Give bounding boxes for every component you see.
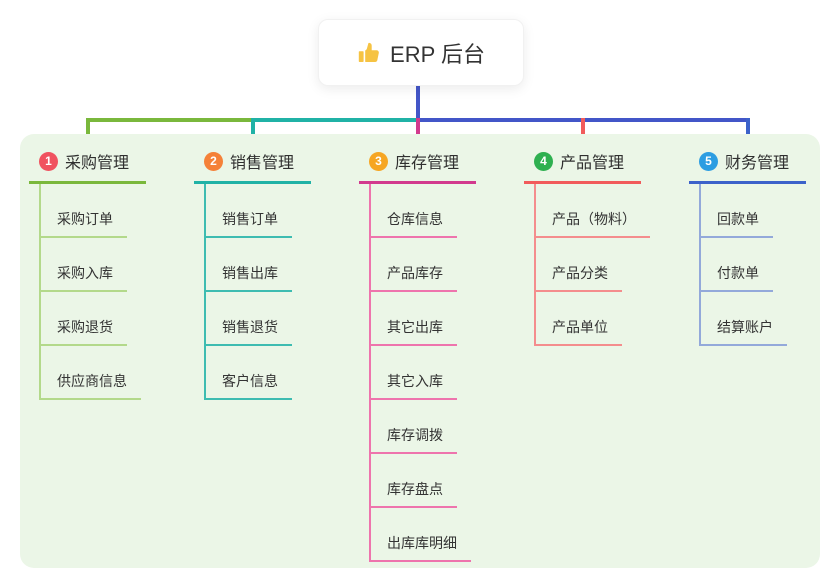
child-node-label[interactable]: 产品单位 [536, 317, 622, 346]
child-node-label[interactable]: 采购入库 [41, 263, 127, 292]
trunk-segment [250, 118, 420, 122]
thumbs-up-icon [357, 41, 381, 65]
branch-node[interactable]: 4 产品管理 [524, 145, 641, 184]
branch-children: 产品（物料） 产品分类产品单位 [534, 184, 650, 346]
branch-node[interactable]: 3 库存管理 [359, 145, 476, 184]
branch-number-badge: 3 [369, 151, 388, 171]
branch-node-label: 财务管理 [725, 155, 790, 172]
branch-column: 2 销售管理 销售订单销售出库销售退货客户信息 [194, 145, 311, 400]
child-node: 销售订单 [206, 184, 311, 238]
child-node-label[interactable]: 付款单 [701, 263, 773, 292]
child-node-label[interactable]: 销售出库 [206, 263, 292, 292]
branch-column: 1 采购管理 采购订单采购入库采购退货供应商信息 [29, 145, 146, 400]
root-node-label: ERP 后台 [390, 41, 485, 67]
child-node: 出库库明细 [371, 508, 476, 562]
child-node: 付款单 [701, 238, 806, 292]
child-node: 客户信息 [206, 346, 311, 400]
child-node: 其它出库 [371, 292, 476, 346]
branch-children: 仓库信息产品库存其它出库其它入库库存调拨库存盘点出库库明细 [369, 184, 476, 562]
child-node: 库存盘点 [371, 454, 476, 508]
child-node: 采购订单 [41, 184, 146, 238]
root-node[interactable]: ERP 后台 [318, 19, 524, 86]
child-node-label[interactable]: 仓库信息 [371, 209, 457, 238]
child-node-label[interactable]: 库存调拨 [371, 425, 457, 454]
child-node: 产品库存 [371, 238, 476, 292]
child-node: 销售退货 [206, 292, 311, 346]
branch-children: 采购订单采购入库采购退货供应商信息 [39, 184, 146, 400]
trunk-segment [85, 118, 255, 122]
child-node-label[interactable]: 结算账户 [701, 317, 787, 346]
child-node-label[interactable]: 产品分类 [536, 263, 622, 292]
branch-node-label: 产品管理 [560, 155, 625, 172]
branch-column: 4 产品管理 产品（物料） 产品分类产品单位 [524, 145, 650, 346]
branches-panel [20, 134, 820, 568]
branch-number-badge: 1 [39, 151, 58, 171]
branch-children: 回款单付款单结算账户 [699, 184, 806, 346]
branch-connector-line [250, 118, 255, 147]
branch-column: 5 财务管理 回款单付款单结算账户 [689, 145, 806, 346]
child-node: 销售出库 [206, 238, 311, 292]
branch-children: 销售订单销售出库销售退货客户信息 [204, 184, 311, 400]
child-node: 结算账户 [701, 292, 806, 346]
child-node-label[interactable]: 采购订单 [41, 209, 127, 238]
child-node-label[interactable]: 供应商信息 [41, 371, 141, 400]
root-connector-line [415, 84, 420, 122]
branch-node-label: 采购管理 [65, 155, 130, 172]
branch-connector-line [415, 118, 420, 147]
branch-node-label: 库存管理 [395, 155, 460, 172]
child-node-label[interactable]: 客户信息 [206, 371, 292, 400]
branch-number-badge: 5 [699, 151, 718, 171]
branch-connector-line [745, 118, 750, 147]
child-node-label[interactable]: 库存盘点 [371, 479, 457, 508]
child-node: 仓库信息 [371, 184, 476, 238]
child-node: 回款单 [701, 184, 806, 238]
branch-connector-line [580, 118, 585, 147]
child-node: 采购入库 [41, 238, 146, 292]
child-node-label[interactable]: 销售订单 [206, 209, 292, 238]
child-node-label[interactable]: 回款单 [701, 209, 773, 238]
branch-node-label: 销售管理 [230, 155, 295, 172]
branch-number-badge: 4 [534, 151, 553, 171]
branch-node[interactable]: 5 财务管理 [689, 145, 806, 184]
child-node: 产品分类 [536, 238, 641, 292]
branch-node[interactable]: 2 销售管理 [194, 145, 311, 184]
child-node: 供应商信息 [41, 346, 146, 400]
branch-number-badge: 2 [204, 151, 223, 171]
child-node-label[interactable]: 其它入库 [371, 371, 457, 400]
branch-column: 3 库存管理 仓库信息产品库存其它出库其它入库库存调拨库存盘点出库库明细 [359, 145, 476, 562]
child-node-label[interactable]: 出库库明细 [371, 533, 471, 562]
branch-node[interactable]: 1 采购管理 [29, 145, 146, 184]
branch-connector-line [85, 118, 90, 147]
child-node-label[interactable]: 销售退货 [206, 317, 292, 346]
child-node-label[interactable]: 采购退货 [41, 317, 127, 346]
child-node-label[interactable]: 其它出库 [371, 317, 457, 346]
child-node: 采购退货 [41, 292, 146, 346]
child-node: 库存调拨 [371, 400, 476, 454]
child-node: 产品（物料） [536, 184, 650, 238]
child-node-label[interactable]: 产品库存 [371, 263, 457, 292]
child-node: 其它入库 [371, 346, 476, 400]
child-node: 产品单位 [536, 292, 641, 346]
child-node-label[interactable]: 产品（物料） [536, 209, 650, 238]
